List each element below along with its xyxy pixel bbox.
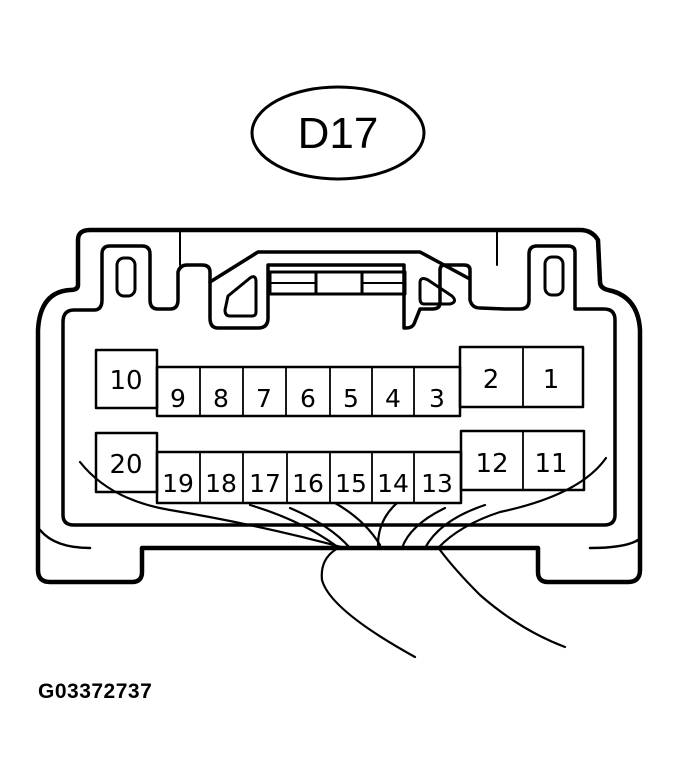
pin-14-label: 14: [377, 469, 409, 498]
pin-row-top: 10 9 8 7 6 5 4 3 2 1: [94, 345, 585, 418]
center-lock-tab: [208, 250, 470, 318]
right-latch-slot: [543, 255, 565, 297]
pin-19-label: 19: [162, 469, 194, 498]
pin-1-label: 1: [543, 365, 560, 395]
pin-6-label: 6: [300, 384, 316, 413]
pin-row-bottom: 20 19 18 17 16 15 14 13 12 11: [94, 429, 586, 505]
pin-7-label: 7: [256, 384, 272, 413]
left-latch-slot: [115, 256, 137, 298]
pin-13-label: 13: [421, 469, 453, 498]
pin-20-label: 20: [109, 450, 142, 480]
pin-3-label: 3: [429, 384, 445, 413]
connector-id-label: D17: [298, 109, 379, 158]
pin-16-label: 16: [292, 469, 324, 498]
pin-11-label: 11: [534, 449, 567, 479]
pin-5-label: 5: [343, 384, 359, 413]
pin-10-label: 10: [109, 366, 142, 396]
pin-4-label: 4: [385, 384, 401, 413]
pin-17-label: 17: [249, 469, 281, 498]
pin-8-label: 8: [213, 384, 229, 413]
pin-9-label: 9: [170, 384, 186, 413]
connector-id-badge: D17: [250, 85, 426, 181]
pin-2-label: 2: [483, 365, 500, 395]
wire-harness: [78, 456, 608, 659]
pin-18-label: 18: [205, 469, 237, 498]
pin-15-label: 15: [335, 469, 367, 498]
figure-id-caption: G03372737: [38, 680, 153, 703]
connector-housing: [35, 227, 643, 585]
pin-12-label: 12: [475, 449, 508, 479]
